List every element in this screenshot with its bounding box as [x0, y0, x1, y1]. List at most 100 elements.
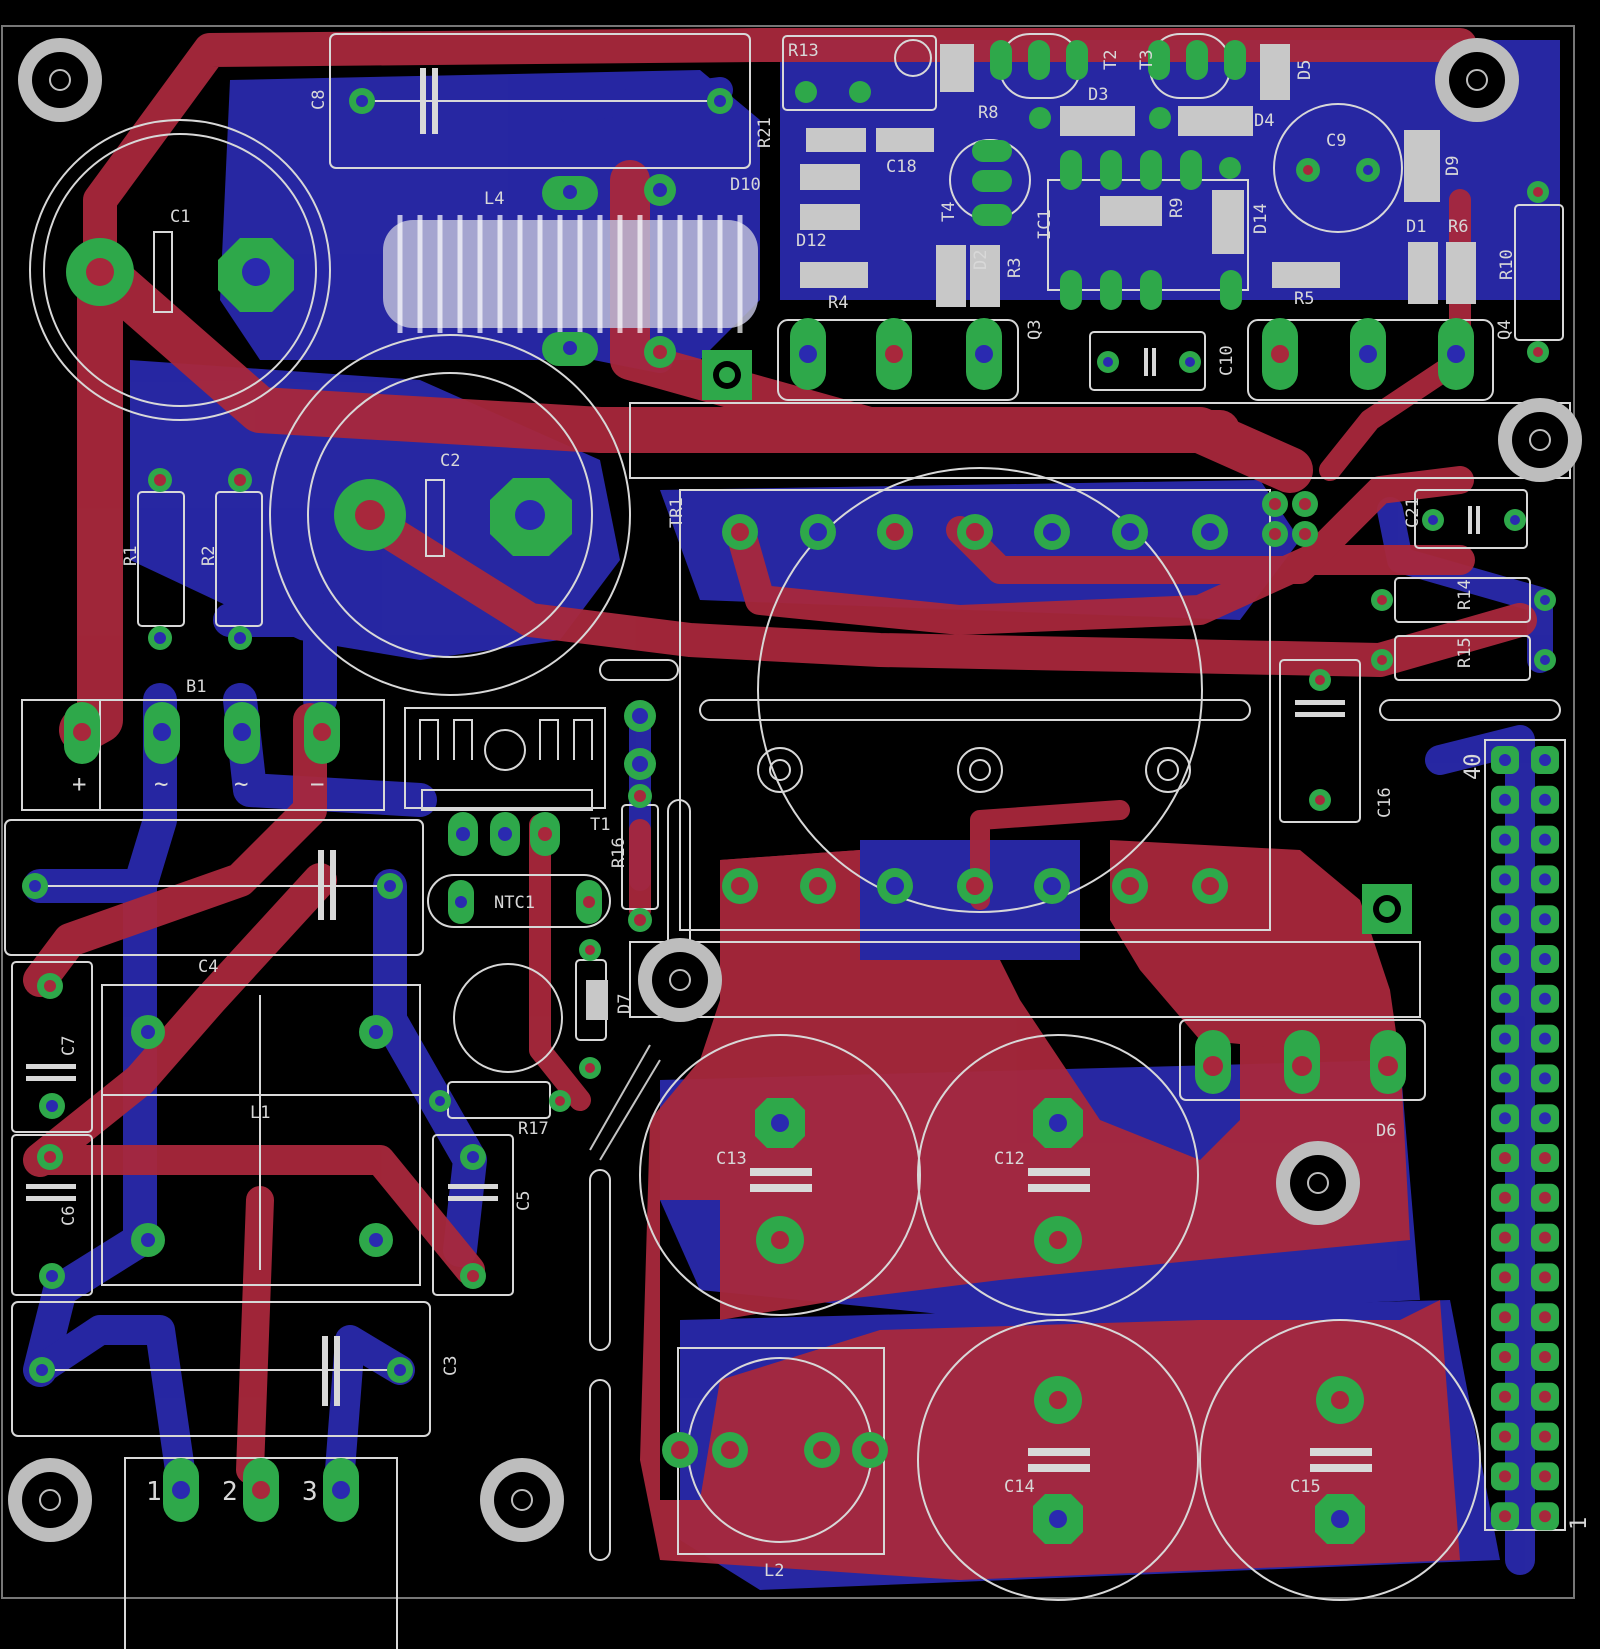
header-pin-hole	[1539, 1390, 1551, 1403]
label-t4: T4	[939, 202, 959, 222]
label-t3: T3	[1137, 50, 1157, 70]
label-c2: C2	[440, 451, 460, 471]
label-connector-pin-3: 3	[302, 1477, 318, 1507]
label-r2: R2	[199, 546, 219, 566]
header-pin-hole	[1499, 1152, 1511, 1164]
label-b1-minus: −	[310, 770, 324, 798]
header-pin-hole	[1539, 1351, 1551, 1363]
label-connector-pin-2: 2	[222, 1477, 238, 1507]
label-b1-plus: +	[72, 770, 86, 798]
label-r14: R14	[1455, 579, 1475, 610]
label-c1: C1	[170, 207, 190, 227]
label-ntc1: NTC1	[494, 893, 535, 913]
header-pin-hole	[1499, 793, 1511, 806]
header-pin-hole	[1499, 1311, 1511, 1324]
label-r1: R1	[121, 546, 141, 566]
board-outline	[1, 25, 1575, 1599]
label-r8: R8	[978, 103, 998, 123]
header-pin-hole	[1539, 1191, 1551, 1204]
label-r15: R15	[1455, 637, 1475, 668]
header-pin-hole	[1539, 1231, 1551, 1244]
header-pin-hole	[1539, 873, 1551, 886]
label-r9: R9	[1167, 198, 1187, 218]
label-l2: L2	[764, 1561, 784, 1581]
label-d10: D10	[730, 175, 761, 195]
label-q3: Q3	[1025, 320, 1045, 340]
header-pin-hole	[1539, 992, 1551, 1005]
label-r16: R16	[609, 837, 629, 868]
header-pin-hole	[1539, 913, 1551, 926]
label-c7: C7	[59, 1036, 79, 1056]
label-c3: C3	[441, 1356, 461, 1376]
label-c12: C12	[994, 1149, 1025, 1169]
capacitor-symbols	[26, 68, 1480, 1472]
header-pin-hole	[1499, 1271, 1511, 1284]
label-tr1: TR1	[667, 497, 687, 528]
header-pin-hole	[1499, 1510, 1511, 1523]
label-r21: R21	[755, 117, 775, 148]
label-r5: R5	[1294, 289, 1314, 309]
component-labels: C1 C2 C8 C4 C3 C5 C6 C7 C9 C10 C12 C13 C…	[59, 41, 1592, 1581]
header-pin-hole	[1539, 1112, 1551, 1125]
pin-header-40	[1491, 746, 1559, 1531]
header-pin-hole	[1539, 1072, 1551, 1085]
label-q4: Q4	[1495, 320, 1515, 340]
label-t1: T1	[590, 815, 610, 835]
header-pin-hole	[1539, 754, 1551, 766]
header-pin-hole	[1499, 1191, 1511, 1204]
header-pin-hole	[1499, 1112, 1511, 1125]
label-c18: C18	[886, 157, 917, 177]
header-pin-hole	[1539, 953, 1551, 965]
label-ic1: IC1	[1035, 209, 1055, 240]
label-connector-pin-1: 1	[146, 1477, 162, 1507]
header-pin-hole	[1499, 1032, 1511, 1045]
label-r13: R13	[788, 41, 819, 61]
label-d5: D5	[1295, 60, 1315, 80]
smd-parts	[586, 44, 1476, 1020]
header-pin-hole	[1539, 1470, 1551, 1483]
label-c4: C4	[198, 957, 218, 977]
header-pin-hole	[1539, 1430, 1551, 1443]
header-pin-hole	[1539, 793, 1551, 806]
label-r3: R3	[1005, 258, 1025, 278]
header-pin-hole	[1499, 913, 1511, 926]
label-c16: C16	[1375, 787, 1395, 818]
silkscreen-layer	[4, 33, 1571, 1649]
label-l1: L1	[250, 1103, 270, 1123]
header-pin-hole	[1539, 833, 1551, 846]
header-pin-hole	[1539, 1032, 1551, 1045]
label-c10: C10	[1217, 345, 1237, 376]
label-b1-ac2: ~	[234, 770, 248, 798]
label-l4: L4	[484, 189, 504, 209]
label-c6: C6	[59, 1206, 79, 1226]
label-c13: C13	[716, 1149, 747, 1169]
label-r17: R17	[518, 1119, 549, 1139]
label-c9: C9	[1326, 131, 1346, 151]
label-d1: D1	[1406, 217, 1426, 237]
mounting-holes	[8, 38, 1582, 1542]
header-pin-hole	[1499, 1470, 1511, 1483]
label-header-pin-40: 40	[1461, 754, 1486, 781]
header-pin-hole	[1499, 1351, 1511, 1363]
label-d2: D2	[971, 250, 991, 270]
label-c8: C8	[309, 90, 329, 110]
label-d9: D9	[1443, 156, 1463, 176]
large-coil-L4	[383, 215, 758, 333]
header-pin-hole	[1499, 992, 1511, 1005]
header-pin-hole	[1499, 833, 1511, 846]
label-b1-ac1: ~	[154, 770, 168, 798]
header-pin-hole	[1499, 754, 1511, 766]
top-copper-layer	[23, 28, 1537, 1580]
label-c21: C21	[1403, 497, 1423, 528]
label-r6: R6	[1448, 217, 1468, 237]
label-b1: B1	[186, 677, 206, 697]
header-pin-hole	[1499, 873, 1511, 886]
header-pin-hole	[1499, 1390, 1511, 1403]
label-r4: R4	[828, 293, 848, 313]
label-c5: C5	[514, 1191, 534, 1211]
label-d7: D7	[615, 994, 635, 1014]
header-pin-hole	[1539, 1510, 1551, 1523]
label-d4: D4	[1254, 111, 1274, 131]
header-pin-hole	[1499, 1231, 1511, 1244]
